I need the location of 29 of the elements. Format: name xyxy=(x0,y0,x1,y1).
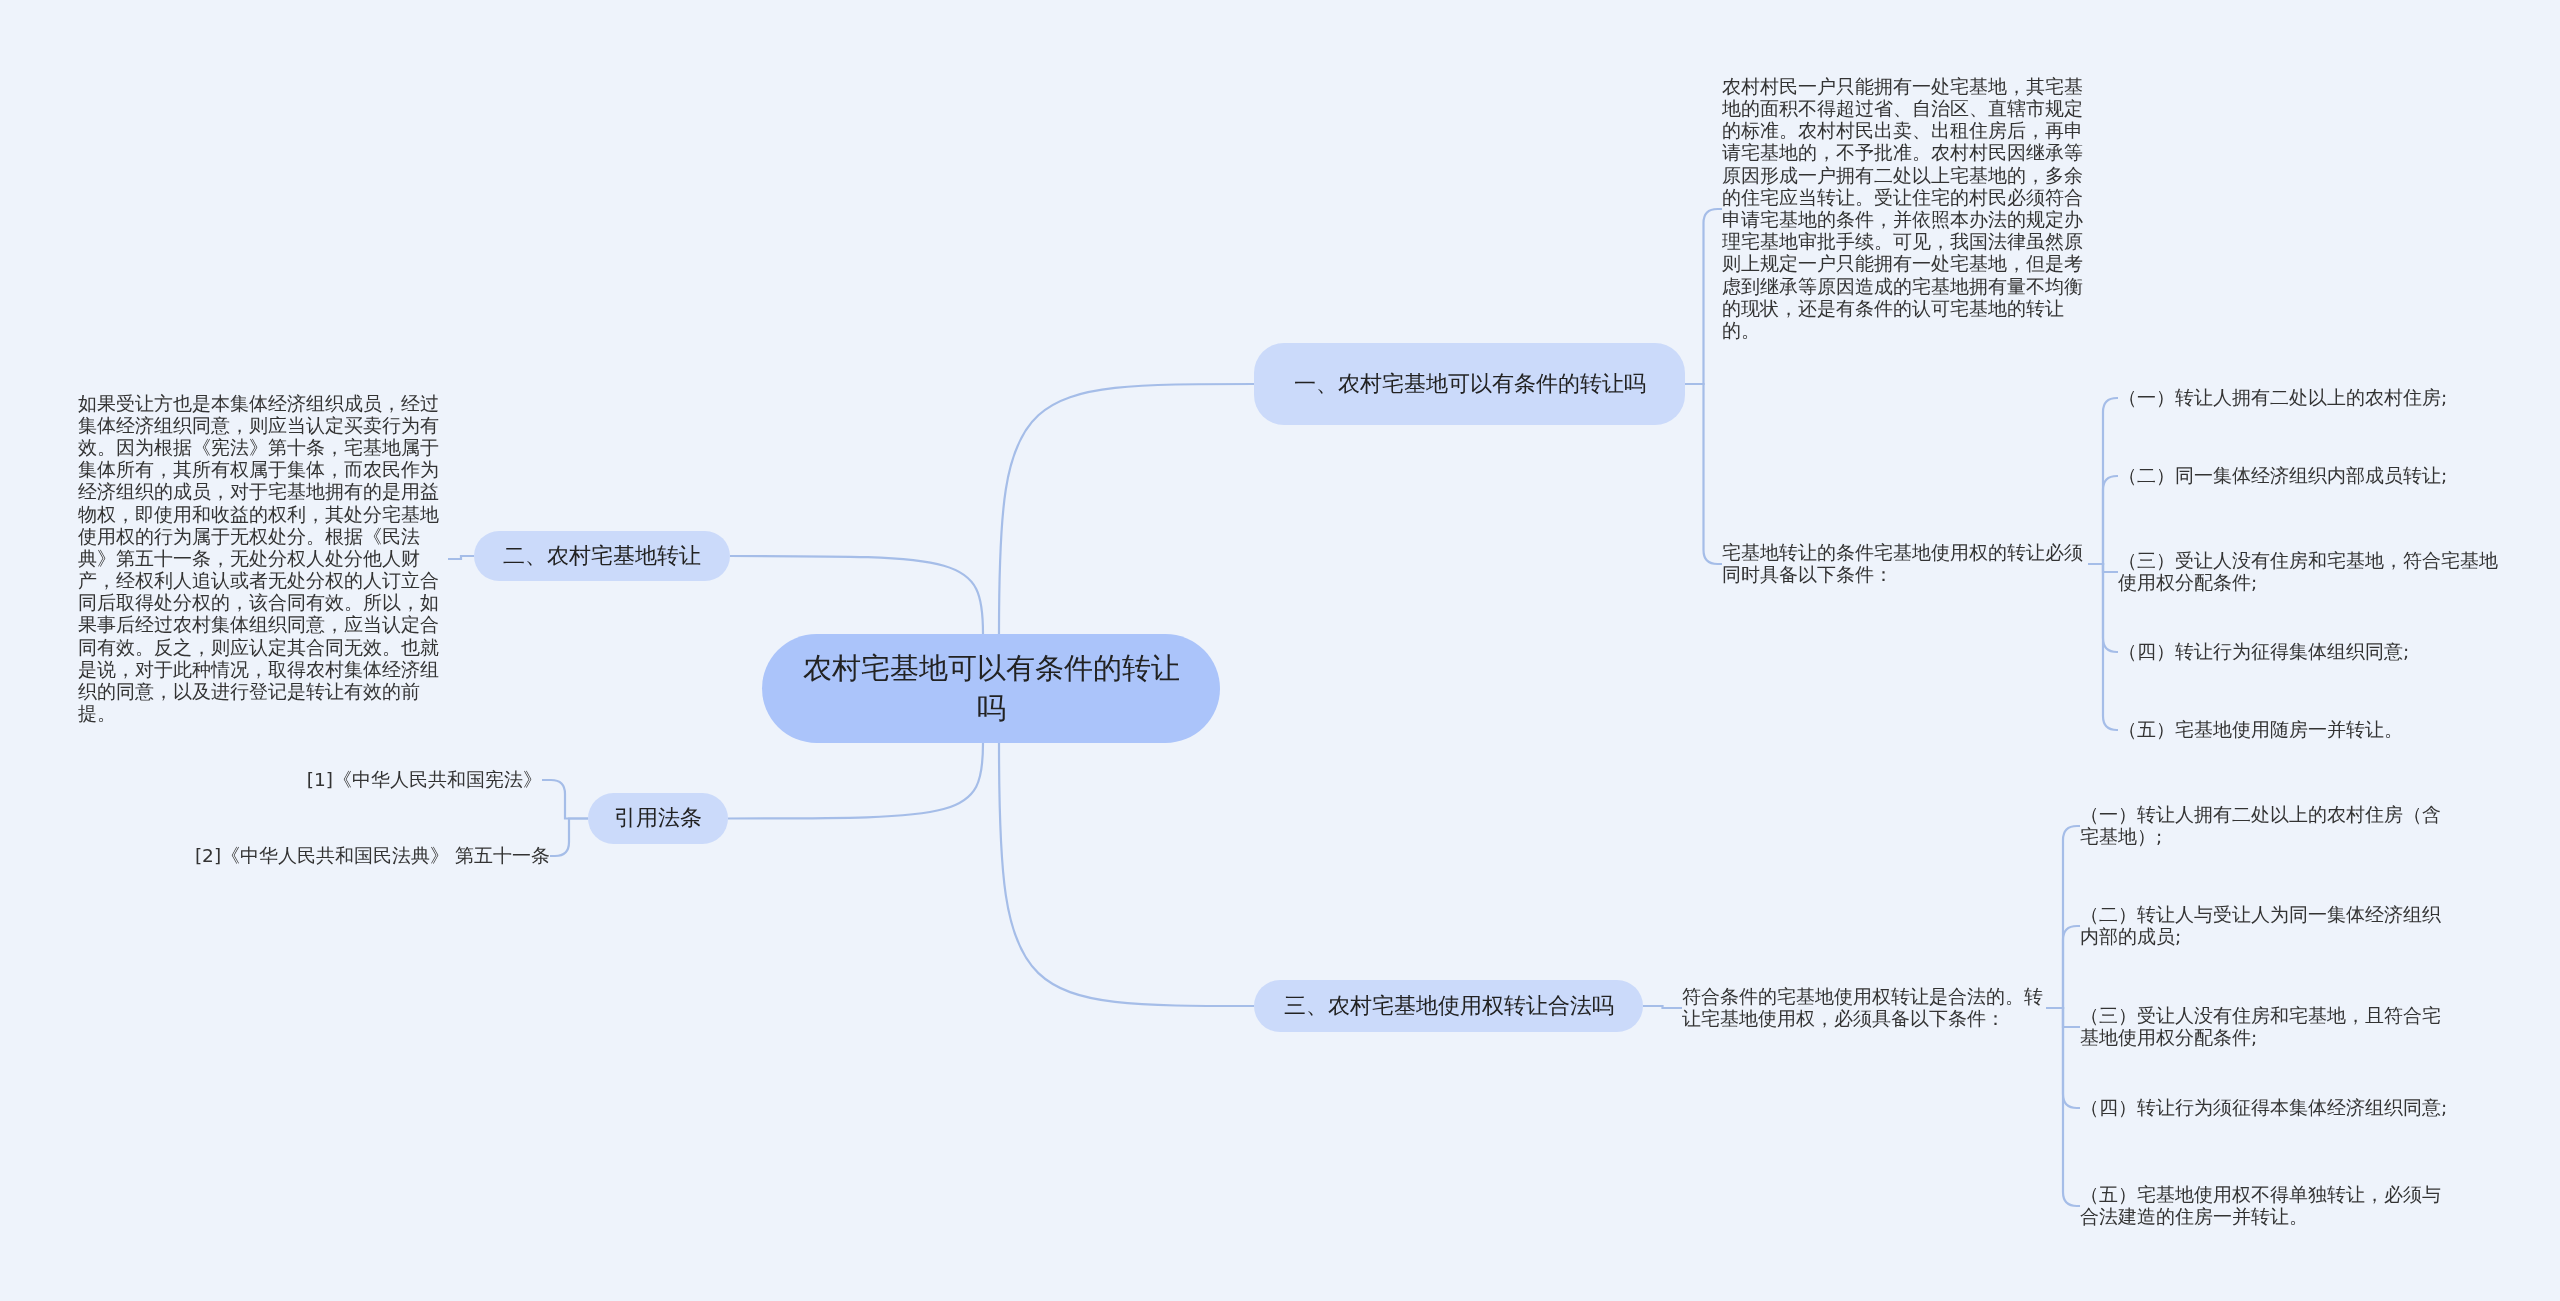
connector-line xyxy=(2088,562,2119,732)
topic-pill: 三、农村宅基地使用权转让合法吗 xyxy=(1254,980,1643,1032)
connector-line xyxy=(997,382,1254,634)
note-text: （一）转让人拥有二处以上的农村住房; xyxy=(2118,378,2508,418)
note-text: [2]《中华人民共和国民法典》 第五十一条 xyxy=(160,838,550,874)
note-text: （三）受让人没有住房和宅基地，符合宅基地使用权分配条件; xyxy=(2118,540,2508,604)
connector-line xyxy=(728,742,985,820)
topic-pill: 引用法条 xyxy=(588,793,728,844)
note-text: （四）转让行为须征得本集体经济组织同意; xyxy=(2080,1088,2470,1128)
note-text: 符合条件的宅基地使用权转让是合法的。转让宅基地使用权，必须具备以下条件： xyxy=(1682,980,2046,1036)
connector-line xyxy=(550,817,588,858)
note-text: （一）转让人拥有二处以上的农村住房（含宅基地）; xyxy=(2080,796,2450,856)
note-text: 农村村民一户只能拥有一处宅基地，其宅基地的面积不得超过省、自治区、直辖市规定的标准。农村村民出卖、出租住房后，再申请宅基地的，不予批准。农村村民因继承等原因形成一户拥有二处以上宅基地的，多余的住宅应当转让。受让住宅的村民必须符合申请宅基地的条件，并依照本办法的规定办理宅基地审批手续。可见，我国法律虽然原则上规定一户只能拥有一处宅基地，但是考虑到继承等原因造成的宅基地拥有量不均衡的现状，还是有条件的认可宅基地的转让的。 xyxy=(1722,76,2088,342)
note-text: 如果受让方也是本集体经济组织成员，经过集体经济组织同意，则应当认定买卖行为有效。因为根据《宪法》第十条，宅基地属于集体所有，其所有权属于集体，而农民作为经济组织的成员，对于宅基地拥有的是用益物权，即使用和收益的权利，其处分宅基地使用权的行为属于无权处分。根据《民法典》第五十一条，无处分权人处分他人财产，经权利人追认或者无处分权的人订立合同后取得处分权的，该合同有效。所以，如果事后经过农村集体组织同意，应当认定合同有效。反之，则应认定其合同无效。也就是说，对于此种情况，取得农村集体经济组织的同意，以及进行登记是转让有效的前提。 xyxy=(78,392,448,726)
note-text: （二）同一集体经济组织内部成员转让; xyxy=(2118,456,2508,496)
connector-line xyxy=(997,743,1254,1008)
note-text: （三）受让人没有住房和宅基地，且符合宅基地使用权分配条件; xyxy=(2080,997,2450,1057)
connector-line xyxy=(448,554,474,561)
connector-line xyxy=(730,554,985,635)
note-text: （二）转让人与受让人为同一集体经济组织内部的成员; xyxy=(2080,896,2450,956)
connector-line xyxy=(1643,1004,1682,1010)
note-text: （五）宅基地使用权不得单独转让，必须与合法建造的住房一并转让。 xyxy=(2080,1176,2450,1236)
note-text: 宅基地转让的条件宅基地使用权的转让必须同时具备以下条件： xyxy=(1722,532,2088,596)
note-text: （五）宅基地使用随房一并转让。 xyxy=(2118,710,2508,750)
note-text: （四）转让行为征得集体组织同意; xyxy=(2118,632,2508,672)
topic-pill: 二、农村宅基地转让 xyxy=(474,531,730,581)
central-topic: 农村宅基地可以有条件的转让吗 xyxy=(762,634,1220,743)
topic-pill: 一、农村宅基地可以有条件的转让吗 xyxy=(1254,343,1685,425)
note-text: [1]《中华人民共和国宪法》 xyxy=(280,762,542,798)
